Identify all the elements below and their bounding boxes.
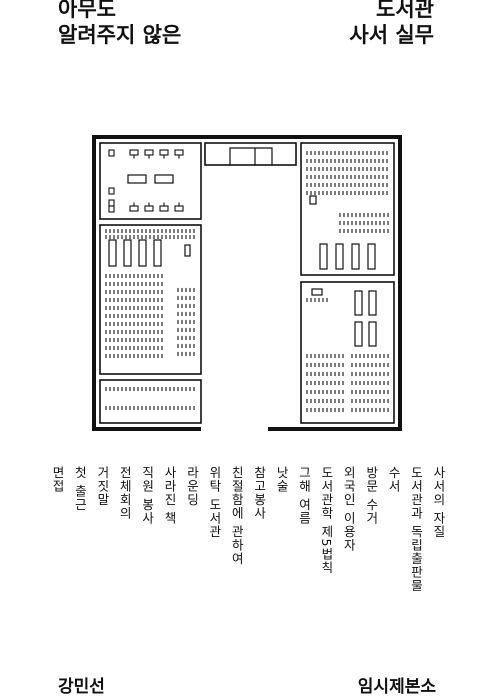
toc-item: 면접 <box>50 466 65 493</box>
chair <box>108 199 115 207</box>
chair <box>174 149 184 156</box>
outer-wall <box>92 135 402 431</box>
furniture-static <box>108 147 377 347</box>
toc-item: 참고봉사 <box>251 466 267 520</box>
toc-item: 낫술 <box>274 466 290 493</box>
room-right-lower <box>300 281 395 424</box>
toc-item: 외국인 이용자 <box>341 466 357 552</box>
title-right-line-1: 도서관 <box>376 0 434 21</box>
room-left-main <box>99 224 202 375</box>
toc-item: 라운딩 <box>184 466 200 507</box>
chair <box>108 205 115 213</box>
chair <box>108 187 115 195</box>
toc-item: 전체회의 <box>117 466 133 520</box>
chair <box>159 205 169 212</box>
toc-item: 그해 여름 <box>296 466 312 525</box>
publisher-name: 임시제본소 <box>357 677 436 697</box>
chair <box>129 149 139 156</box>
book-title-left: 아무도 알려주지 않은 <box>58 0 181 48</box>
toc-item: 도서관과 독립출판물 <box>408 466 424 593</box>
chair <box>144 205 154 212</box>
table-of-contents: 사서의 자질 도서관과 독립출판물 수서 방문 수거 외국인 이용자 도서관학 … <box>50 466 446 636</box>
room-top-left <box>99 142 202 220</box>
chair <box>108 149 115 157</box>
room-bottom-left <box>99 379 202 424</box>
chair <box>159 149 169 156</box>
toc-item: 사서의 자질 <box>430 466 446 539</box>
room-right-upper <box>300 142 395 276</box>
toc-item: 친절함에 관하여 <box>229 466 245 566</box>
toc-item: 수서 <box>386 466 402 493</box>
toc-item: 위탁 도서관 <box>206 466 222 539</box>
book-title-right: 도서관 사서 실무 <box>349 0 434 48</box>
room-top-center <box>204 142 297 166</box>
toc-item: 거짓말 <box>94 466 110 507</box>
title-left-line-1: 아무도 <box>58 0 116 21</box>
toc-item: 사라진 책 <box>162 466 178 525</box>
toc-item: 첫 출근 <box>72 466 88 512</box>
toc-item: 도서관학 제5법칙 <box>318 466 334 575</box>
title-left-line-2: 알려주지 않은 <box>58 23 182 47</box>
chair <box>174 205 184 212</box>
author-name: 강민선 <box>58 677 105 697</box>
toc-item: 방문 수거 <box>363 466 379 525</box>
chair <box>129 205 139 212</box>
toc-item: 직원 봉사 <box>139 466 155 525</box>
chair <box>144 149 154 156</box>
title-right-line-2: 사서 실무 <box>349 23 434 47</box>
